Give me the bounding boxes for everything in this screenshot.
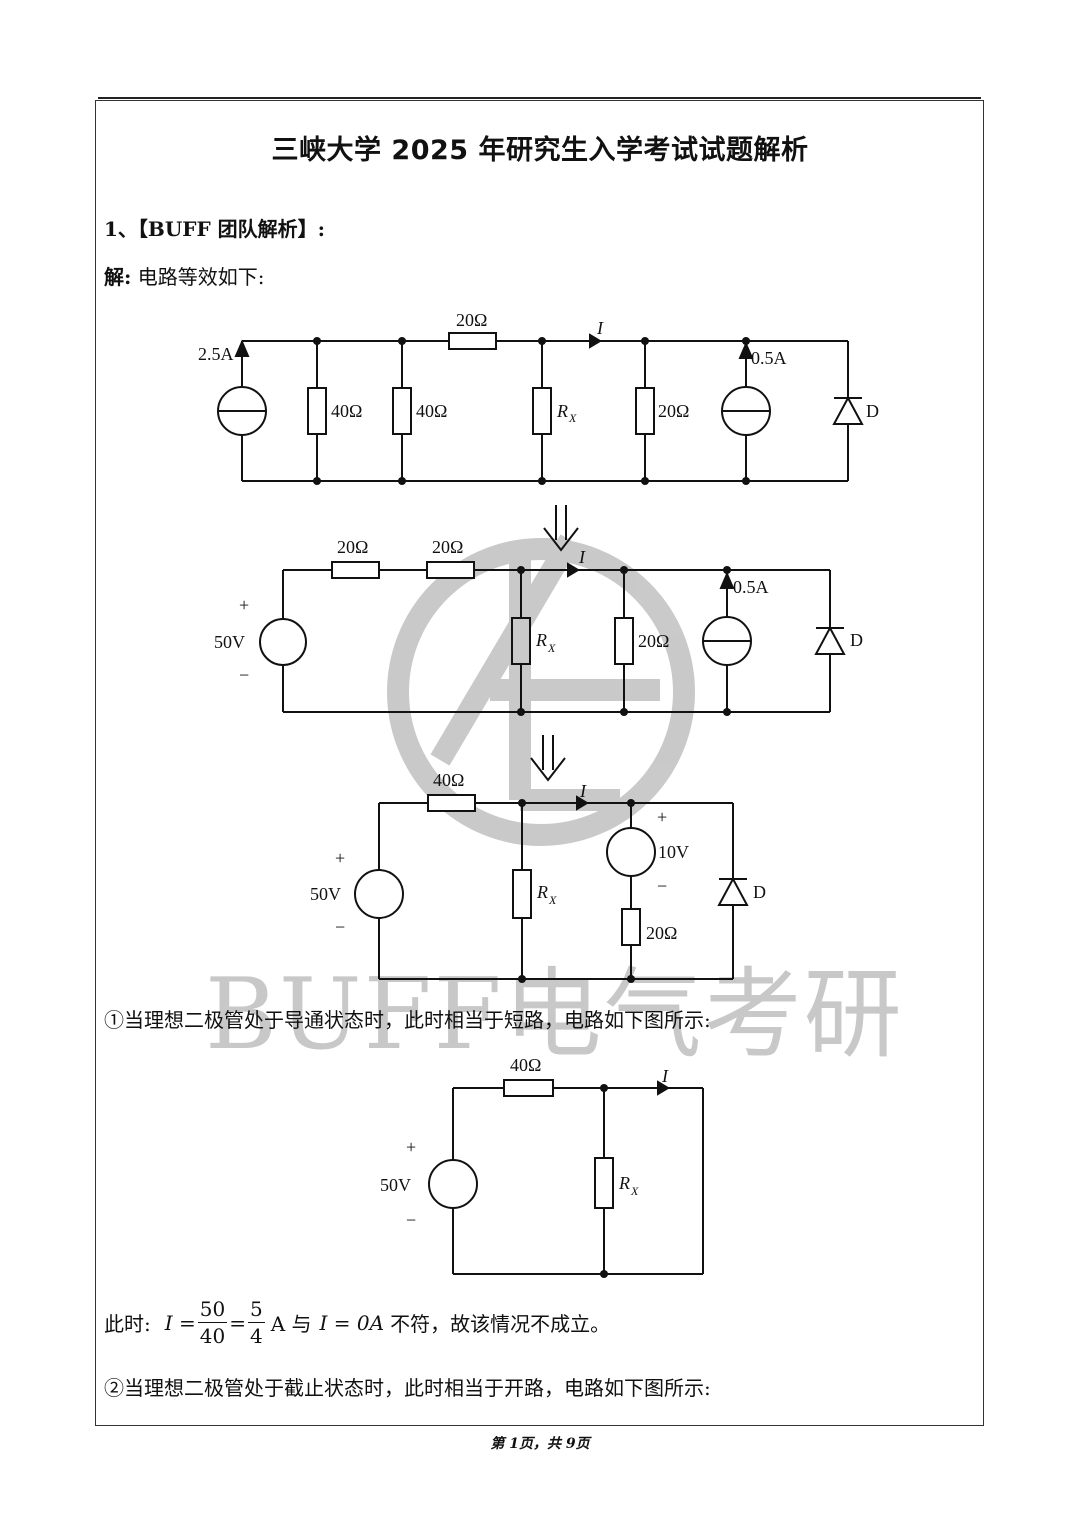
c4-series-r-label: 40Ω <box>510 1055 541 1075</box>
c4-current-label: I <box>661 1066 669 1086</box>
c2-current-label: I <box>578 547 586 567</box>
c3-series-r-label: 40Ω <box>433 770 464 790</box>
double-arrow-down-2 <box>530 735 566 782</box>
c1-source2-current-label: 0.5A <box>751 348 787 368</box>
equation-rhs: I = 0A <box>319 1310 385 1335</box>
c3-current-label: I <box>579 781 587 801</box>
case1-text: ①当理想二极管处于导通状态时，此时相当于短路，电路如下图所示: <box>104 1008 711 1032</box>
equation-line: 此时: I = 50 40 = 5 4 A 与 I = 0A 不符，故该情况不成… <box>104 1296 610 1349</box>
page-footer: 第 1页，共 9页 <box>490 1436 590 1452</box>
fraction-50-40: 50 40 <box>197 1296 228 1349</box>
c3-diode-label: D <box>753 882 766 902</box>
circuit-3 <box>354 794 749 983</box>
c4-voltage-label: 50V <box>380 1175 411 1195</box>
c3-voltage-label: 50V <box>310 884 341 904</box>
frac1-numerator: 50 <box>197 1297 228 1323</box>
frac2-numerator: 5 <box>247 1297 265 1323</box>
c2-rx-label: R <box>535 630 547 650</box>
frac1-denominator: 40 <box>199 1324 226 1348</box>
top-rule <box>98 97 981 99</box>
c4-minus: − <box>406 1210 416 1230</box>
circuit-4 <box>428 1079 704 1278</box>
equation-eq: = <box>229 1310 246 1335</box>
c4-rx-sub: X <box>630 1184 639 1198</box>
c2-rx-sub: X <box>547 641 556 655</box>
solution-intro: 解: 电路等效如下: <box>104 261 265 290</box>
c1-rx-label: R <box>556 401 568 421</box>
c3-r3-label: 20Ω <box>646 923 677 943</box>
page-frame <box>95 100 984 1426</box>
section-heading: 1、【BUFF 团队解析】: <box>104 217 326 241</box>
c2-source2-current-label: 0.5A <box>733 577 769 597</box>
c3-rx-label: R <box>536 882 548 902</box>
case2-text: ②当理想二极管处于截止状态时，此时相当于开路，电路如下图所示: <box>104 1376 711 1400</box>
c3-minus: − <box>335 917 345 937</box>
circuit-2 <box>259 561 846 716</box>
solution-intro-text: 电路等效如下: <box>137 265 265 289</box>
c3-plus: + <box>335 848 345 868</box>
c2-voltage-label: 50V <box>214 632 245 652</box>
equation-unit: A 与 <box>270 1312 312 1336</box>
equation-prefix: 此时: <box>104 1312 151 1336</box>
c3-voltage2-label: 10V <box>658 842 689 862</box>
fraction-5-4: 5 4 <box>247 1296 265 1349</box>
c1-current-label: I <box>596 318 604 338</box>
c2-diode-label: D <box>850 630 863 650</box>
c2-ra-label: 20Ω <box>337 537 368 557</box>
c1-r1-label: 40Ω <box>331 401 362 421</box>
equation-suffix: 不符，故该情况不成立。 <box>390 1312 611 1336</box>
c4-rx-label: R <box>618 1173 630 1193</box>
c1-rx-sub: X <box>568 411 577 425</box>
solution-label: 解: <box>104 265 132 289</box>
c3-rx-sub: X <box>548 893 557 907</box>
c1-diode-label: D <box>866 401 879 421</box>
c2-r3-label: 20Ω <box>638 631 669 651</box>
c2-rb-label: 20Ω <box>432 537 463 557</box>
c1-r2-label: 40Ω <box>416 401 447 421</box>
watermark-text: BUFF电气考研 <box>205 958 904 1072</box>
frac2-denominator: 4 <box>249 1324 263 1348</box>
c2-plus: + <box>239 595 249 615</box>
c1-r3-label: 20Ω <box>658 401 689 421</box>
c4-plus: + <box>406 1137 416 1157</box>
c1-source-current-label: 2.5A <box>198 344 234 364</box>
equation-lhs: I = <box>164 1310 196 1335</box>
c2-minus: − <box>239 665 249 685</box>
c3-v2-plus: + <box>657 807 667 827</box>
c1-series-r-label: 20Ω <box>456 310 487 330</box>
page-title: 三峡大学 2025 年研究生入学考试试题解析 <box>271 135 809 166</box>
circuit-1 <box>217 332 864 485</box>
double-arrow-down-1 <box>543 505 579 552</box>
c3-v2-minus: − <box>657 876 667 896</box>
